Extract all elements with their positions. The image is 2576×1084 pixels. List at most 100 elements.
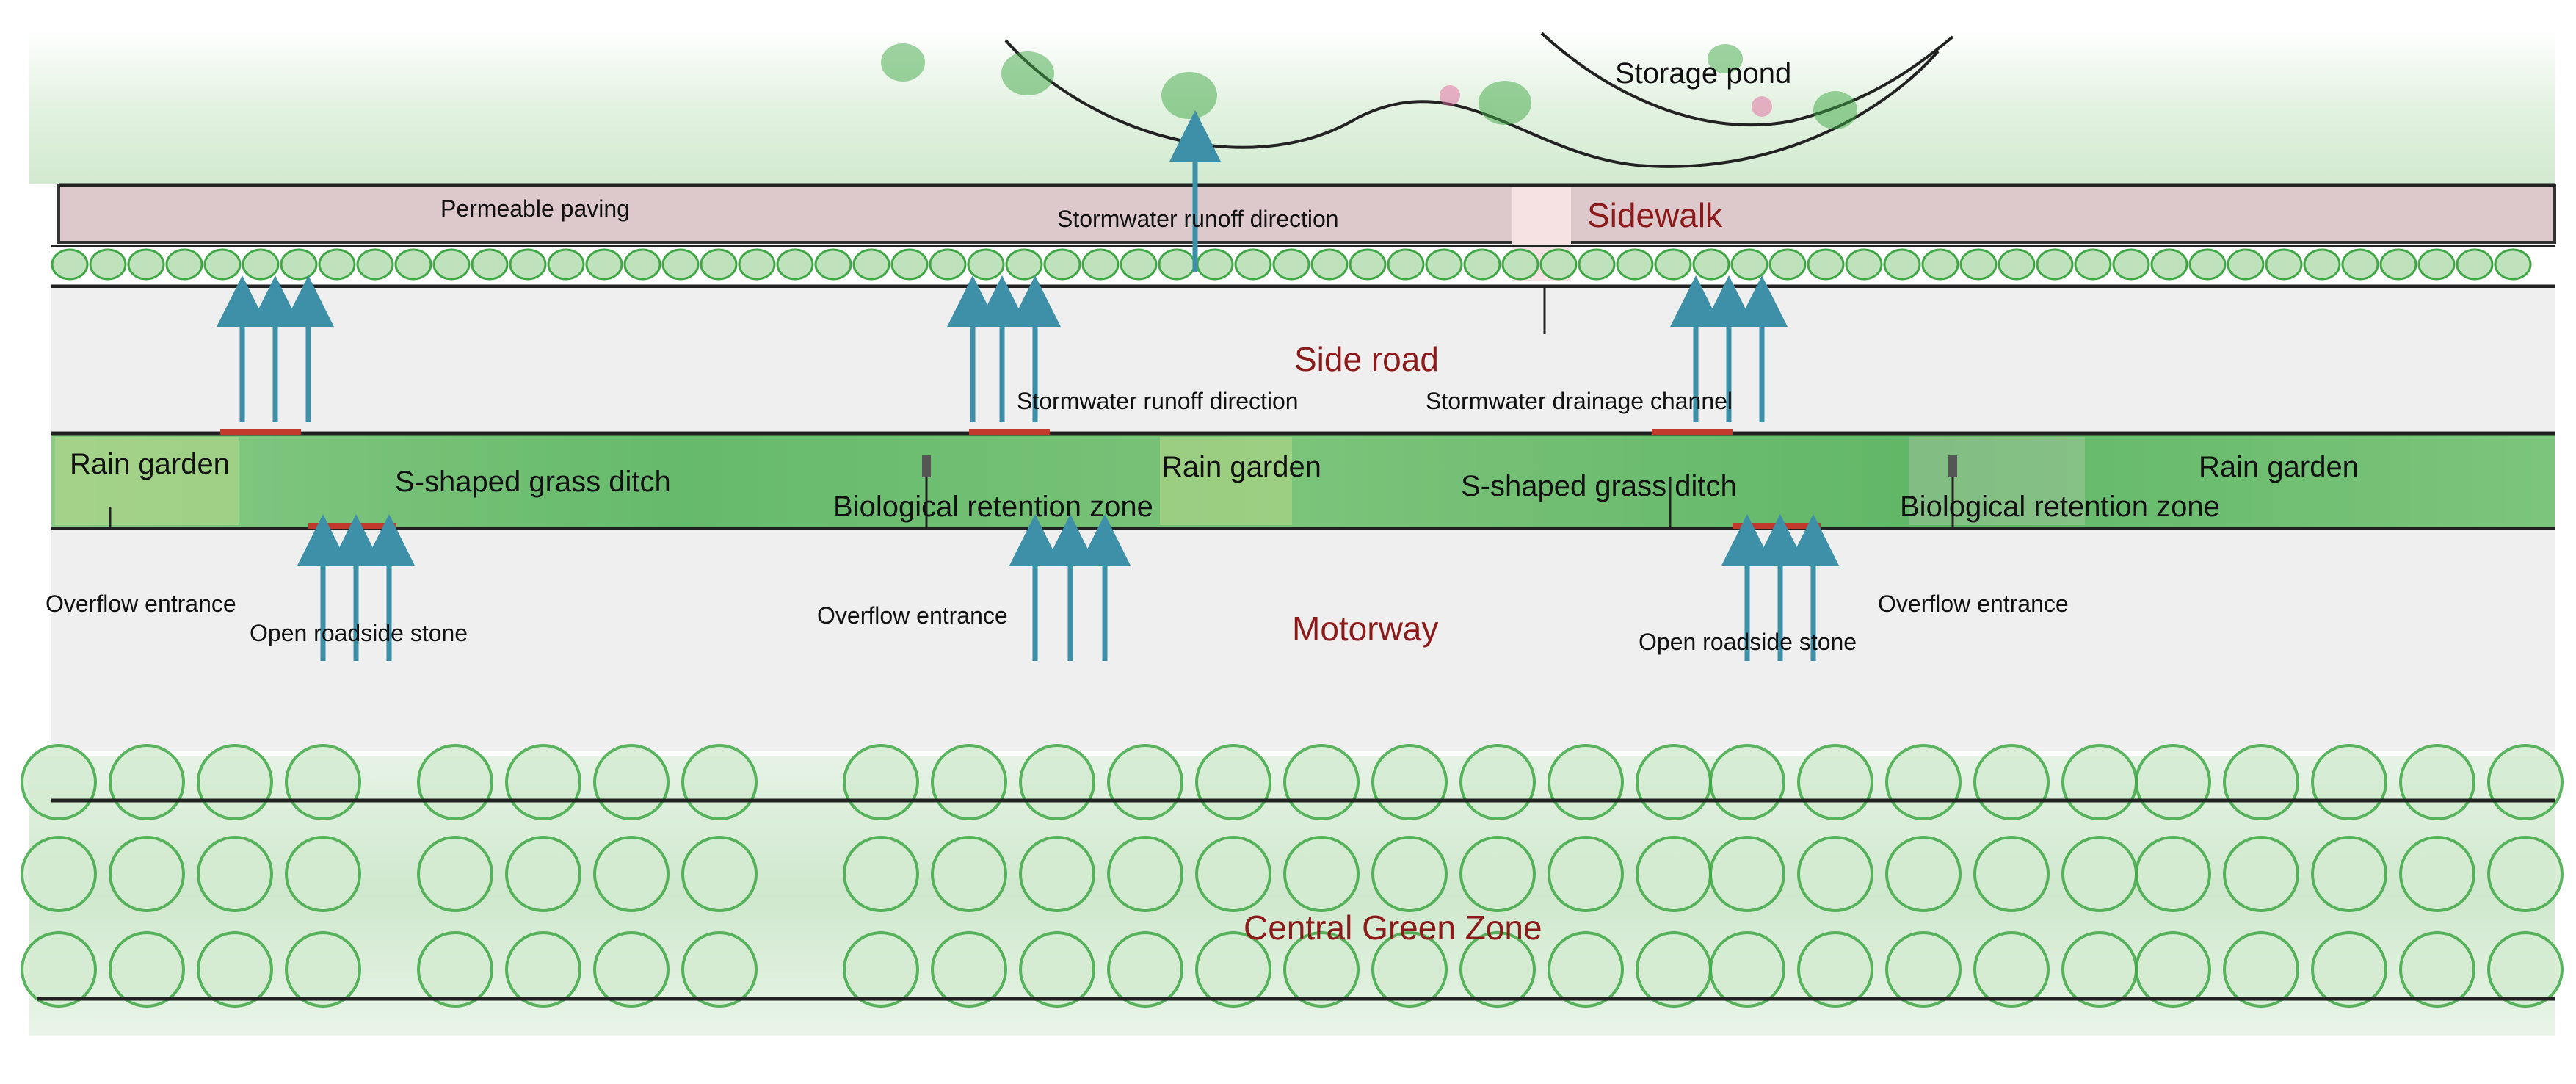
hedge-shrub — [2303, 248, 2341, 281]
tree-canopy — [2311, 744, 2387, 820]
tree-canopy — [2311, 931, 2387, 1008]
tree-canopy — [2135, 744, 2211, 820]
tree-canopy — [21, 836, 97, 912]
grass-ditch-label-2: S-shaped grass ditch — [1461, 470, 1737, 502]
tree-canopy — [681, 931, 758, 1008]
hedge-shrub — [1692, 248, 1730, 281]
hedge-shrub — [967, 248, 1005, 281]
hedge-shrub — [1768, 248, 1807, 281]
hedge-shrub — [1730, 248, 1768, 281]
tree-canopy — [109, 744, 185, 820]
tree-canopy — [1283, 836, 1360, 912]
hedge-shrub — [1883, 248, 1921, 281]
hedge-shrub — [432, 248, 471, 281]
tree-canopy — [1973, 836, 2050, 912]
tree-canopy — [1709, 931, 1785, 1008]
roadside-stone-label-1: Open roadside stone — [250, 620, 468, 646]
tree-canopy — [1797, 931, 1873, 1008]
hedge-shrub — [1501, 248, 1539, 281]
runoff-direction-label-top: Stormwater runoff direction — [1057, 206, 1339, 232]
hedge-shrub — [2265, 248, 2303, 281]
hedge-shrub — [1349, 248, 1387, 281]
tree-canopy — [2061, 931, 2138, 1008]
tree-canopy — [417, 931, 493, 1008]
hedge-shrub — [2074, 248, 2112, 281]
hedge-shrub — [1578, 248, 1616, 281]
hedge-shrub — [127, 248, 165, 281]
tree-canopy — [1973, 744, 2050, 820]
overflow-entrance-label-2: Overflow entrance — [817, 602, 1008, 629]
motorway — [51, 530, 2555, 751]
tree-canopy — [1459, 931, 1536, 1008]
tree-canopy — [505, 931, 581, 1008]
tree-canopy — [1107, 744, 1183, 820]
tree-canopy — [109, 836, 185, 912]
tree-canopy — [1019, 931, 1095, 1008]
tree-canopy — [1107, 836, 1183, 912]
tree-canopy — [1709, 744, 1785, 820]
tree-canopy — [1885, 836, 1962, 912]
roadside-stone-label-2: Open roadside stone — [1639, 629, 1857, 655]
hedge-shrub — [1998, 248, 2036, 281]
tree-canopy — [1973, 931, 2050, 1008]
rain-garden-label-3: Rain garden — [2199, 451, 2359, 483]
hedge-shrub — [2417, 248, 2456, 281]
tree-canopy — [1107, 931, 1183, 1008]
rain-garden-label-1: Rain garden — [70, 448, 230, 480]
runoff-arrows — [217, 110, 1839, 661]
top-green-band — [29, 29, 2555, 184]
side-road — [51, 288, 2555, 431]
overflow-posts — [922, 455, 1957, 477]
hedge-shrub — [2188, 248, 2227, 281]
hedge-shrub — [51, 248, 89, 281]
tree-canopy — [1283, 931, 1360, 1008]
tree-canopy — [1548, 836, 1624, 912]
hedge-shrub — [1196, 248, 1234, 281]
rain-garden-patches — [55, 437, 2085, 525]
tree-canopy — [1797, 836, 1873, 912]
hedge-shrub — [1387, 248, 1425, 281]
tree-canopy — [2135, 836, 2211, 912]
hedge-shrub — [852, 248, 890, 281]
green-strip — [51, 433, 2555, 529]
hedge-shrub — [203, 248, 242, 281]
sidewalk-label: Sidewalk — [1587, 196, 1723, 234]
tree-canopy — [197, 836, 273, 912]
tree-canopy — [1885, 931, 1962, 1008]
hedge-shrub — [1807, 248, 1845, 281]
hedge-shrub — [89, 248, 127, 281]
hedge-shrub — [738, 248, 776, 281]
side-road-label: Side road — [1294, 340, 1439, 378]
bio-zone-label-1: Biological retention zone — [833, 491, 1153, 523]
tree-canopy — [2399, 744, 2475, 820]
tree-canopy — [197, 744, 273, 820]
hedge-shrub — [1959, 248, 1998, 281]
hedge-shrub — [1310, 248, 1349, 281]
hedge-shrub — [471, 248, 509, 281]
central-trees — [21, 744, 2564, 1008]
tree-canopy — [1797, 744, 1873, 820]
hedge-shrub — [394, 248, 432, 281]
tree-canopy — [1371, 744, 1448, 820]
tree-canopy — [2135, 931, 2211, 1008]
hedge-shrub — [509, 248, 547, 281]
tree-canopy — [2399, 836, 2475, 912]
tree-canopy — [285, 744, 361, 820]
tree-canopy — [1548, 744, 1624, 820]
hedge-shrub — [1081, 248, 1120, 281]
bio-zone-label-2: Biological retention zone — [1900, 491, 2220, 523]
tree-canopy — [681, 744, 758, 820]
hedge-shrub — [1921, 248, 1959, 281]
tree-canopy — [1636, 931, 1712, 1008]
tree-canopy — [1195, 836, 1271, 912]
sidewalk-band — [57, 184, 2556, 244]
hedge-shrub — [356, 248, 394, 281]
tree-canopy — [1636, 836, 1712, 912]
tree-canopy — [843, 836, 919, 912]
tree-canopy — [2061, 836, 2138, 912]
hedge-shrub — [2150, 248, 2188, 281]
hedge-shrub — [1616, 248, 1654, 281]
hedge-shrub — [2227, 248, 2265, 281]
